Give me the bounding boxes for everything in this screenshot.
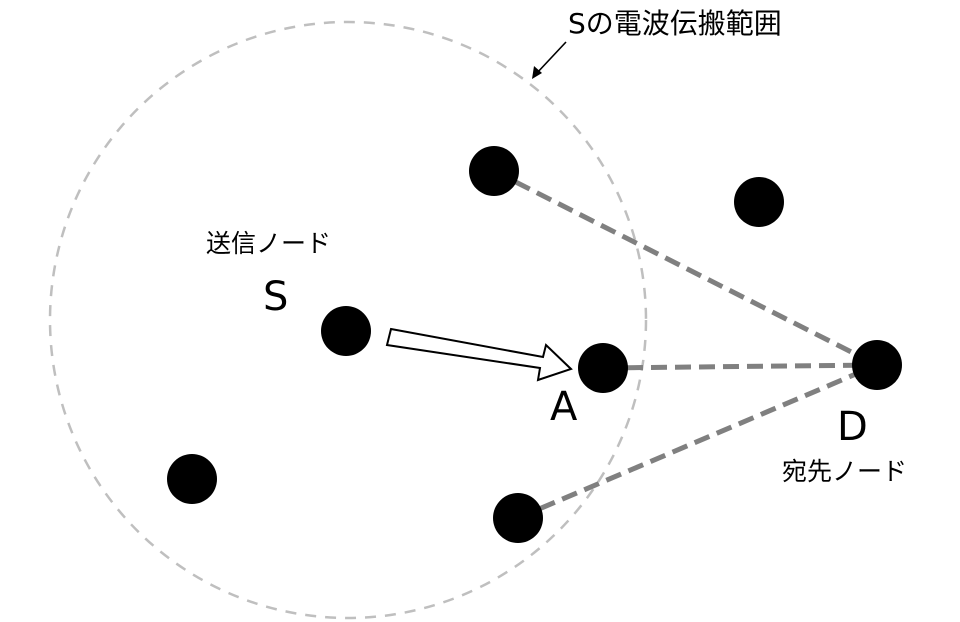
node-relay-a (578, 343, 628, 393)
range-pointer-arrow (532, 41, 567, 79)
node-sender-s (321, 306, 371, 356)
node-bottom-left (167, 454, 217, 504)
sender-radio-range-circle (48, 20, 648, 620)
nodes (167, 146, 902, 543)
link-a-to-d (602, 362, 878, 371)
node-top-right (734, 177, 784, 227)
transmission-arrow (385, 327, 573, 382)
link-bottom-node-to-d (517, 362, 878, 521)
links-to-destination (492, 168, 879, 521)
destination-role-label: 宛先ノード (782, 457, 907, 486)
sender-role-label: 送信ノード (206, 229, 331, 258)
node-top (469, 146, 519, 196)
radio-range-label: Sの電波伝搬範囲 (568, 7, 782, 40)
destination-name-label: D (837, 404, 868, 450)
relay-name-label: A (550, 384, 578, 430)
node-bottom (493, 493, 543, 543)
node-destination-d (852, 340, 902, 390)
link-top-node-to-d (492, 168, 879, 368)
sender-name-label: S (263, 274, 288, 320)
